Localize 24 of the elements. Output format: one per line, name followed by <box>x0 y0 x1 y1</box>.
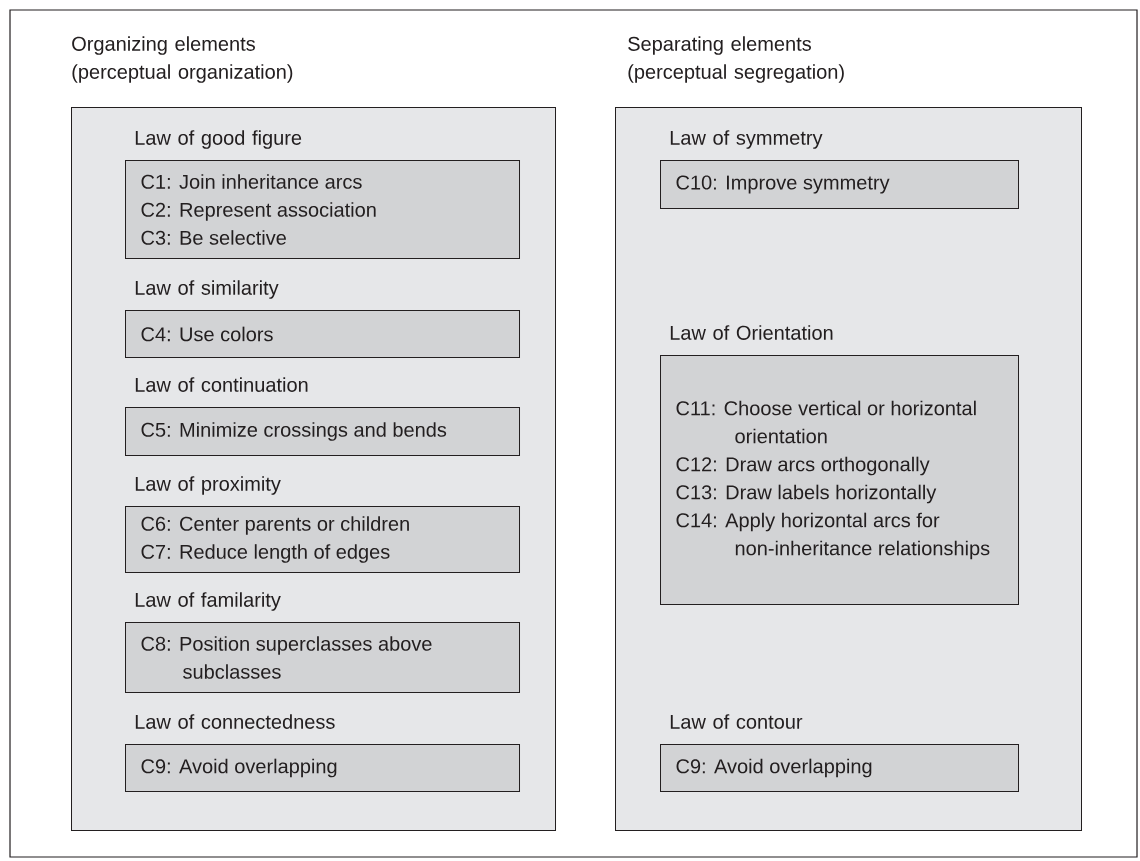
node-label: C12: Draw arcs orthogonally <box>676 456 930 476</box>
law-heading: Law of good figure <box>135 130 302 149</box>
node-label: C13: Draw labels horizontally <box>676 484 937 504</box>
law-heading: Law of contour <box>670 714 803 729</box>
law-heading: Law of symmetry <box>670 130 823 149</box>
criteria-box: C8: Position superclasses above subclasses <box>125 622 520 693</box>
law-heading: Law of Orientation <box>670 325 833 340</box>
criteria-box: C1: Join inheritance arcs C2: Represent association C3: Be selective <box>125 160 520 259</box>
criteria-box: C11: Choose vertical or horizontal orientation C12: Draw arcs orthogonally C13: Draw labels horizontally C14: Apply horizontal arcs for non-inheritance relationships <box>660 355 1019 605</box>
criteria-box: C9: Avoid overlapping <box>125 744 520 792</box>
node-label: C14: Apply horizontal arcs for non-inheritance relationships <box>676 512 990 560</box>
law-heading: Law of connectedness <box>135 714 335 729</box>
criteria-box: C6: Center parents or children C7: Reduce length of edges <box>125 506 520 573</box>
law-heading: Law of continuation <box>135 377 308 392</box>
law-heading: Law of similarity <box>135 280 279 299</box>
node-label: C11: Choose vertical or horizontal orientation <box>676 400 976 444</box>
criteria-box: C4: Use colors <box>125 310 520 358</box>
criteria-box: C5: Minimize crossings and bends <box>125 407 520 456</box>
panel-heading: Organizing elements (perceptual organization) <box>72 36 293 83</box>
criteria-box: C10: Improve symmetry <box>660 160 1019 209</box>
law-heading: Law of familarity <box>135 592 281 611</box>
criteria-box: C9: Avoid overlapping <box>660 744 1019 792</box>
law-heading: Law of proximity <box>135 476 281 495</box>
panel-heading: Separating elements (perceptual segregation) <box>628 36 844 83</box>
